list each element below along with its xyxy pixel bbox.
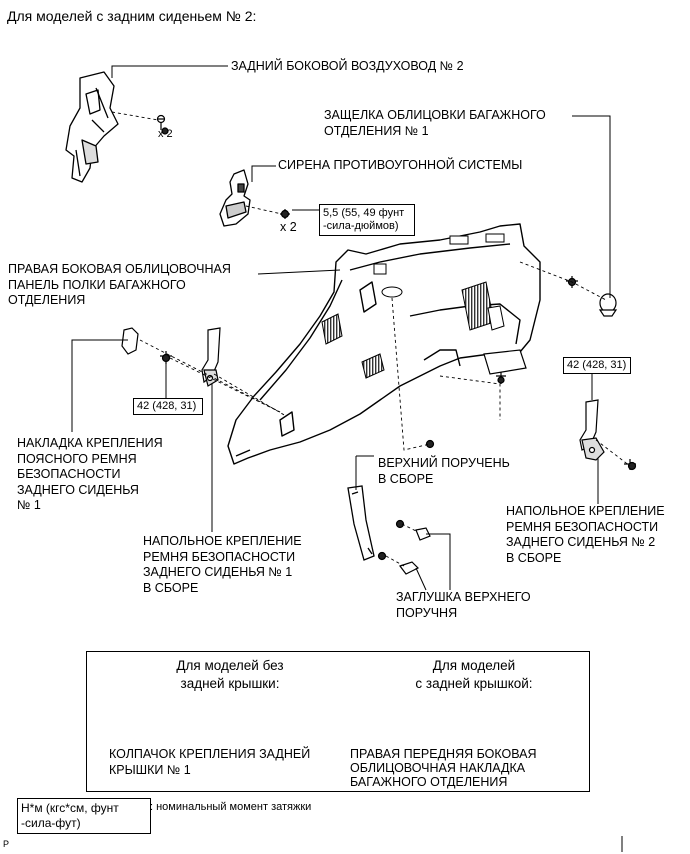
upper-handle-drawing — [347, 485, 375, 561]
floor-anchor-1-drawing — [201, 327, 221, 387]
panel-bracket-drawing — [483, 349, 527, 384]
label-rear-side-duct: ЗАДНИЙ БОКОВОЙ ВОЗДУХОВОД № 2 — [231, 59, 464, 73]
label-quarter-panel: ПРАВАЯ БОКОВАЯ ОБЛИЦОВОЧНАЯ ПАНЕЛЬ ПОЛКИ… — [8, 262, 231, 307]
assembly-lines — [111, 111, 631, 567]
left-anchor-bolt — [160, 351, 172, 364]
label-floor-anchor-1: НАПОЛЬНОЕ КРЕПЛЕНИЕ РЕМНЯ БЕЗОПАСНОСТИ З… — [143, 534, 302, 595]
panel-grilles — [321, 233, 505, 379]
label-handle-cap: ЗАГЛУШКА ВЕРХНЕГО ПОРУЧНЯ — [396, 590, 531, 620]
qty-duct-clips: x 2 — [158, 128, 173, 140]
legend-units-box: Н*м (кгс*см, фунт -сила-фут) — [17, 798, 151, 834]
belt-anchor-cover-drawing — [121, 327, 139, 355]
label-trim-clip: ЗАЩЕЛКА ОБЛИЦОВКИ БАГАЖНОГО ОТДЕЛЕНИЯ № … — [324, 108, 546, 138]
trim-clip-drawing — [598, 293, 618, 317]
duct-clip-drawing — [156, 114, 169, 135]
variants-box — [86, 651, 590, 792]
rear-side-duct-drawing — [65, 71, 119, 183]
label-upper-handle: ВЕРХНИЙ ПОРУЧЕНЬ В СБОРЕ — [378, 456, 510, 486]
label-belt-anchor-cover: НАКЛАДКА КРЕПЛЕНИЯ ПОЯСНОГО РЕМНЯ БЕЗОПА… — [17, 436, 163, 512]
footer-mark: P — [3, 839, 10, 849]
variant-left-part: КОЛПАЧОК КРЕПЛЕНИЯ ЗАДНЕЙ КРЫШКИ № 1 — [109, 747, 311, 777]
handle-caps-drawing — [399, 527, 431, 575]
variant-left-title: Для моделей без задней крышки: — [176, 658, 284, 691]
variant-right-part: ПРАВАЯ ПЕРЕДНЯЯ БОКОВАЯ ОБЛИЦОВОЧНАЯ НАК… — [350, 747, 537, 789]
floor-anchor-2-drawing — [579, 399, 605, 461]
page-header: Для моделей с задним сиденьем № 2: — [7, 8, 257, 24]
torque-box-siren: 5,5 (55, 49 фунт -сила-дюймов) — [319, 204, 415, 236]
quarter-trim-panel-drawing — [227, 223, 541, 465]
variant-right-title: Для моделей с задней крышкой: — [415, 658, 533, 691]
alarm-siren-drawing — [219, 169, 251, 227]
right-anchor-bolt — [624, 459, 637, 471]
torque-box-right: 42 (428, 31) — [563, 357, 631, 374]
torque-box-left: 42 (428, 31) — [133, 398, 203, 415]
legend-description: : номинальный момент затяжки — [150, 801, 312, 813]
handle-bolts — [377, 439, 435, 561]
leader-lines — [71, 65, 611, 591]
label-floor-anchor-2: НАПОЛЬНОЕ КРЕПЛЕНИЕ РЕМНЯ БЕЗОПАСНОСТИ З… — [506, 504, 665, 565]
label-alarm-siren: СИРЕНА ПРОТИВОУГОННОЙ СИСТЕМЫ — [278, 158, 523, 172]
qty-siren-bolts: x 2 — [280, 220, 297, 234]
